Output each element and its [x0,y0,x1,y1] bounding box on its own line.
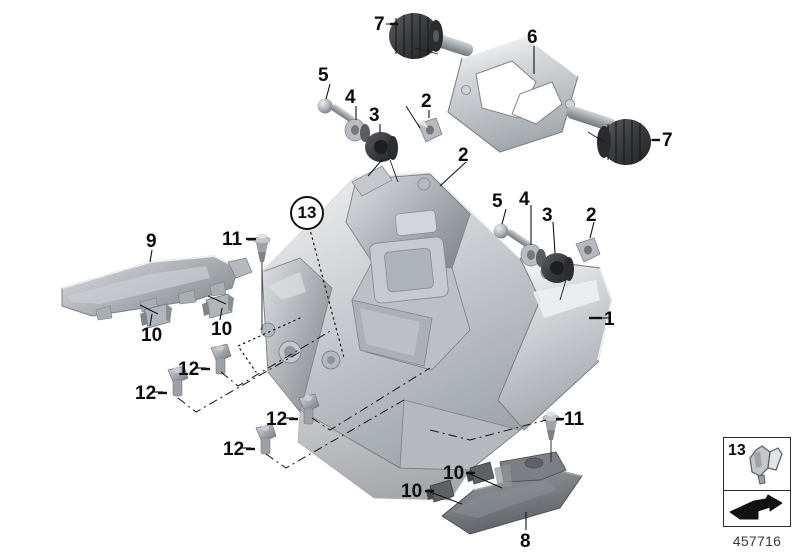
part-7-ribbed-rubber-damper-lower [597,119,651,165]
part-11-push-rivet-upper [253,233,271,262]
clip-icon [749,445,783,485]
callout-label-12d: 12 [266,409,288,430]
callout-label-10c: 10 [401,481,423,502]
callout-label-10b: 10 [211,319,233,340]
reference-clip-cell: 13 [724,438,790,491]
callout-label-3b: 3 [542,205,553,226]
circled-callout-13: 13 [290,196,324,230]
callout-label-7b: 7 [662,130,673,151]
reference-number-13: 13 [728,442,746,459]
part-11-push-rivet-lower [542,411,560,440]
hardware-cluster-right [493,223,601,283]
callout-13-leader [237,221,345,373]
callout-label-2a: 2 [421,91,432,112]
callout-label-5b: 5 [492,191,503,212]
direction-arrow-icon [729,494,783,520]
callout-label-1: 1 [604,309,615,330]
callout-label-9: 9 [146,231,157,252]
callout-label-2c: 2 [586,205,597,226]
part-1-rear-frame-carrier [260,170,613,501]
callout-label-7a: 7 [374,14,385,35]
callout-label-10d: 10 [443,463,465,484]
part-9-side-trim-rail [61,254,253,321]
callout-label-12a: 12 [135,383,157,404]
diagram-part-number: 457716 [732,533,782,549]
callout-label-4b: 4 [519,189,530,210]
callout-label-2b: 2 [458,145,469,166]
insertion-guides [261,47,605,462]
callout-label-12c: 12 [223,439,245,460]
part-6-aluminium-bracket [428,32,616,153]
leader-lines [139,23,658,530]
assembly-trajectory-lines [177,329,547,469]
callout-label-4a: 4 [345,87,356,108]
callout-label-11a: 11 [222,229,243,250]
callout-label-12b: 12 [178,359,200,380]
reference-arrow-cell [724,491,790,528]
part-7-ribbed-rubber-damper-upper [389,13,443,59]
callout-label-10a: 10 [141,325,163,346]
callout-label-8: 8 [520,531,531,552]
hardware-cluster-left [317,98,443,197]
callout-label-3a: 3 [369,105,380,126]
callout-label-11b: 11 [564,409,585,430]
part-8-lower-cover-panel [441,451,583,535]
callout-label-6: 6 [527,27,538,48]
reference-legend-box: 13 [723,437,791,527]
callout-label-5a: 5 [318,65,329,86]
part-12-hex-head-screws [167,343,320,455]
